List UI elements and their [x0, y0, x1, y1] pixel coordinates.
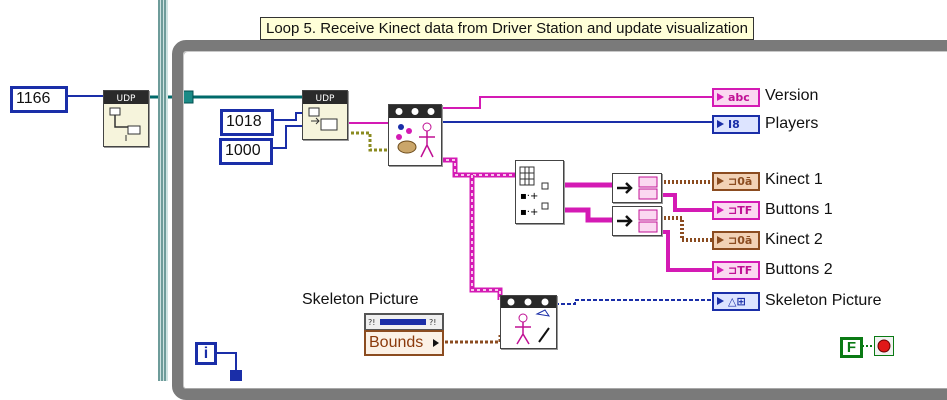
- wire-kinect-2-in: [562, 207, 612, 223]
- wire-timeout: [268, 112, 302, 121]
- skeleton-picture-terminal[interactable]: △⊞: [712, 292, 760, 311]
- draw-skeleton-icon: [501, 296, 556, 345]
- unbundle-icon: ▪·+ ▪·+: [519, 166, 549, 218]
- version-terminal[interactable]: abc: [712, 88, 760, 107]
- buttons-1-terminal[interactable]: ⊐TF: [712, 201, 760, 220]
- bounds-property[interactable]: Bounds: [364, 330, 444, 356]
- wire-error: [346, 131, 388, 152]
- stop-terminal[interactable]: [874, 336, 894, 356]
- udp-read-label: UDP: [316, 94, 336, 104]
- picture-ring-icon: ?! ?!: [368, 318, 436, 327]
- wire-buttons-1-out: [660, 193, 712, 212]
- kinect-2-terminal[interactable]: ⊐0ā: [712, 231, 760, 250]
- iteration-tunnel: [230, 370, 242, 381]
- buttons-1-label: Buttons 1: [765, 201, 833, 218]
- loop-label: Loop 5. Receive Kinect data from Driver …: [260, 17, 754, 40]
- kinect-unflatten-vi[interactable]: [388, 104, 442, 166]
- buttons-2-terminal[interactable]: ⊐TF: [712, 261, 760, 280]
- udp-open-vi[interactable]: UDP: [103, 90, 149, 147]
- wire-cluster-main-c: [440, 159, 515, 176]
- unbundle-node[interactable]: ▪·+ ▪·+: [515, 160, 564, 224]
- draw-skeleton-vi[interactable]: [500, 295, 557, 349]
- timeout-constant-1018[interactable]: 1018: [220, 109, 274, 136]
- index-array-2[interactable]: [612, 206, 662, 236]
- kinect-1-label: Kinect 1: [765, 171, 823, 188]
- wire-cluster-down-c: [471, 175, 501, 300]
- index-array-1-icon: [617, 176, 658, 200]
- wire-version: [440, 96, 712, 109]
- timeout-constant-1000[interactable]: 1000: [219, 138, 273, 165]
- udp-open-label: UDP: [117, 94, 137, 104]
- kinect-1-terminal[interactable]: ⊐0ā: [712, 172, 760, 191]
- wire-timeout-b: [266, 125, 302, 149]
- svg-text:?!: ?!: [368, 318, 375, 327]
- skeleton-picture-control-label: Skeleton Picture: [302, 291, 419, 308]
- port-constant[interactable]: 1166: [10, 86, 68, 113]
- skeleton-picture-control[interactable]: ?! ?!: [364, 313, 444, 331]
- version-label: Version: [765, 87, 819, 104]
- svg-text:?!: ?!: [429, 318, 436, 327]
- index-array-1[interactable]: [612, 173, 662, 203]
- players-terminal[interactable]: I8: [712, 115, 760, 134]
- skeleton-picture-indicator-label: Skeleton Picture: [765, 292, 882, 309]
- wire-kinect-2-out: [660, 216, 712, 242]
- wire-picture-out: [555, 299, 712, 305]
- kinect-unflatten-icon: [389, 105, 441, 158]
- wire-iteration: [215, 352, 237, 372]
- block-diagram: Loop 5. Receive Kinect data from Driver …: [10, 0, 947, 400]
- stop-icon: [874, 336, 894, 356]
- sequence-frame-edge: [158, 0, 168, 381]
- kinect-2-label: Kinect 2: [765, 231, 823, 248]
- players-label: Players: [765, 115, 819, 132]
- buttons-2-label: Buttons 2: [765, 261, 833, 278]
- svg-text:▪·+: ▪·+: [520, 191, 538, 202]
- svg-text:▪·+: ▪·+: [520, 207, 538, 218]
- udp-read-vi[interactable]: UDP: [302, 90, 348, 140]
- udp-read-icon: UDP: [303, 91, 347, 131]
- iteration-terminal: i: [195, 342, 217, 365]
- index-array-2-icon: [617, 209, 658, 233]
- false-constant[interactable]: F: [840, 337, 863, 358]
- wire-buttons-2-out: [660, 230, 712, 272]
- udp-open-icon: UDP: [104, 91, 148, 141]
